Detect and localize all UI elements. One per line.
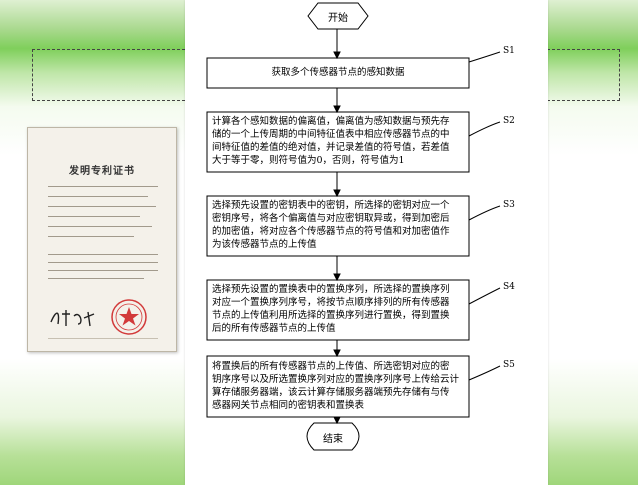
step-text-line: 间特征值的差值的绝对值，并记录差值的符号值，若差值 <box>212 142 450 153</box>
leader-line-s4 <box>468 287 501 305</box>
step-text-line: 的加密值，将对应各个传感器节点的符号值和对加密值作 <box>212 226 450 237</box>
step-text-line: 储的一个上传周期的中间特征值表中相应传感器节点的中 <box>212 129 450 140</box>
step-text-line: 为该传感器节点的上传值 <box>212 239 317 250</box>
arrow-head <box>333 349 341 358</box>
certificate-text-line <box>48 270 158 271</box>
step-text-line: 密钥序号，将各个偏离值与对应密钥取异或，得到加密后 <box>212 213 450 224</box>
step-box-s4 <box>206 279 470 341</box>
step-box-s1 <box>206 57 470 89</box>
step-box-s3 <box>206 195 470 257</box>
step-text-line: 感器网关节点相同的密钥表和置换表 <box>212 400 365 411</box>
step-text-s3: 选择预先设置的密钥表中的密钥，所选择的密钥对应一个 密钥序号，将各个偏离值与对应… <box>212 199 464 251</box>
step-label-s5: S5 <box>503 360 515 370</box>
step-text-line: 大于等于零，则符号值为0，否则，符号值为1 <box>212 155 405 166</box>
patent-drawing-page <box>185 0 548 485</box>
step-text-line: 计算各个感知数据的偏离值，偏离值为感知数据与预先存 <box>212 116 450 127</box>
end-label: 结束 <box>323 434 343 445</box>
leader-line-s3 <box>468 205 501 221</box>
leader-line-s2 <box>468 121 501 137</box>
certificate-text-line <box>48 338 158 339</box>
certificate-text-line <box>48 196 148 197</box>
step-label-s1: S1 <box>503 46 515 56</box>
signature-icon <box>50 310 95 327</box>
arrow-head <box>333 51 341 60</box>
step-text-s5: 将置换后的所有传感器节点的上传值、所选密钥对应的密 钥序序号以及所选置换序列对应… <box>212 360 464 412</box>
start-terminal-shape <box>307 2 369 30</box>
step-text-line: 后的所有传感器节点的上传值 <box>212 323 336 334</box>
start-label: 开始 <box>328 13 348 24</box>
certificate-text-line <box>48 236 134 237</box>
step-text-line: 节点的上传值利用所选择的置换序列进行置换，得到置换 <box>212 310 450 321</box>
step-text-line: 将置换后的所有传感器节点的上传值、所选密钥对应的密 <box>212 361 450 372</box>
step-box-s2 <box>206 111 470 173</box>
arrow-head <box>333 189 341 198</box>
step-text-s1: 获取多个传感器节点的感知数据 <box>207 66 469 79</box>
end-terminal-shape <box>306 422 360 451</box>
arrow-head <box>333 105 341 114</box>
step-text-line: 获取多个传感器节点的感知数据 <box>271 67 405 78</box>
certificate-text-line <box>48 226 152 227</box>
step-text-s2: 计算各个感知数据的偏离值，偏离值为感知数据与预先存 储的一个上传周期的中间特征值… <box>212 115 464 167</box>
certificate-title: 发明专利证书 <box>69 166 135 177</box>
step-text-s4: 选择预先设置的置换表中的置换序列，所选择的置换序列 对应一个置换序列序号，将按节… <box>212 283 464 335</box>
leader-line-s5 <box>468 365 501 381</box>
step-text-line: 选择预先设置的置换表中的置换序列，所选择的置换序列 <box>212 284 450 295</box>
step-label-s4: S4 <box>503 282 515 292</box>
step-label-s3: S3 <box>503 200 515 210</box>
certificate-text-line <box>48 206 156 207</box>
arrow-head <box>333 416 341 425</box>
certificate-text-line <box>48 278 144 279</box>
certificate-text-line <box>48 186 158 187</box>
certificate-text-line <box>48 262 158 263</box>
step-text-line: 算存储服务器端，该云计算存储服务器端预先存储有与传 <box>212 387 450 398</box>
step-text-line: 钥序序号以及所选置换序列对应的置换序列序号上传给云计 <box>212 374 460 385</box>
arrow-head <box>333 273 341 282</box>
leader-line-s1 <box>468 51 501 63</box>
step-label-s2: S2 <box>503 116 515 126</box>
step-text-line: 对应一个置换序列序号，将按节点顺序排列的所有传感器 <box>212 297 450 308</box>
patent-certificate-image: 发明专利证书 <box>27 127 177 352</box>
certificate-text-line <box>48 216 140 217</box>
official-seal-icon <box>111 299 147 335</box>
step-text-line: 选择预先设置的密钥表中的密钥，所选择的密钥对应一个 <box>212 200 450 211</box>
certificate-text-line <box>48 254 158 255</box>
